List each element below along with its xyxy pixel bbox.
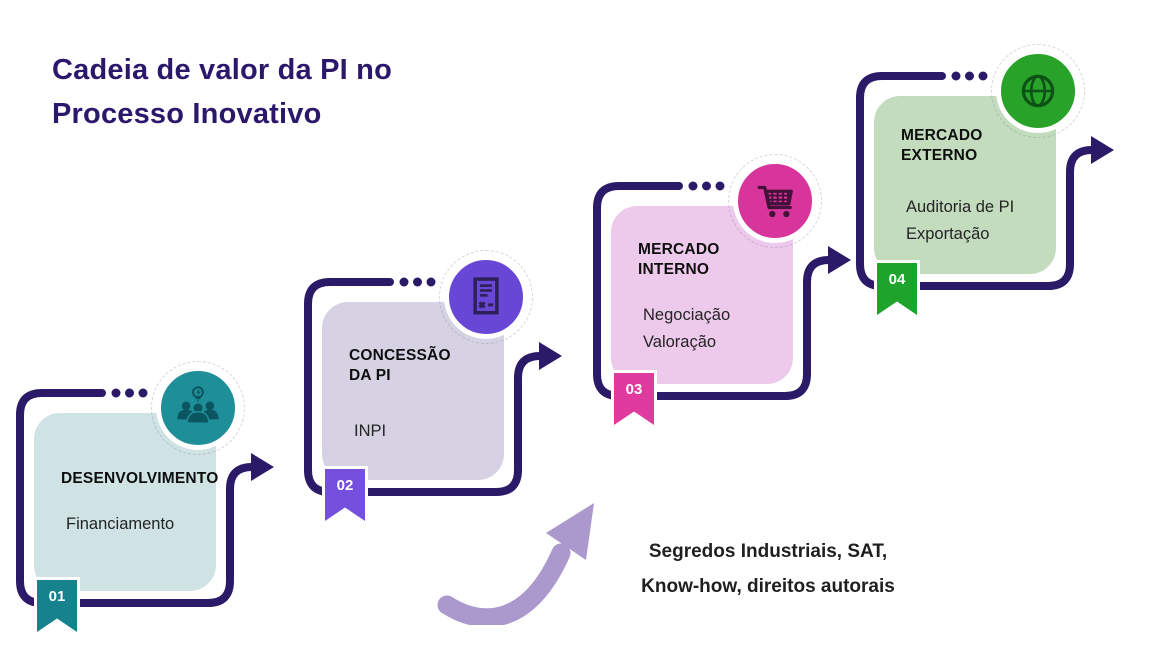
step-detail: Valoração	[643, 332, 717, 351]
arrow-right-icon	[828, 246, 851, 274]
globe-glyph	[1021, 74, 1055, 108]
step-title: DESENVOLVIMENTO	[61, 470, 219, 487]
annotation-text: Segredos Industriais, SAT, Know-how, dir…	[608, 534, 928, 604]
step-number-badge: 02	[322, 466, 368, 524]
page-title: Cadeia de valor da PI no Processo Inovat…	[52, 48, 492, 136]
step-details: Financiamento	[66, 511, 202, 537]
arrow-right-icon	[251, 453, 274, 481]
patent-document-glyph	[473, 277, 499, 315]
step-number: 03	[614, 373, 654, 425]
step-mercado-externo: MERCADO EXTERNO Auditoria de PI Exportaç…	[850, 44, 1120, 326]
step-number-badge: 03	[611, 370, 657, 428]
connector-loop-arrow	[856, 71, 1114, 290]
shopping-cart-glyph	[757, 185, 793, 218]
page-title-line: Cadeia de valor da PI no	[52, 54, 393, 86]
step-detail: INPI	[354, 422, 387, 441]
step-details: Auditoria de PI Exportação	[906, 194, 1042, 247]
step-concessao-da-pi: CONCESSÃO DA PI INPI 02	[298, 250, 568, 532]
step-details: INPI	[354, 418, 490, 444]
connector-loop-arrow	[304, 277, 562, 496]
step-number-badge: 01	[34, 577, 80, 635]
step-details: Negociação Valoração	[643, 302, 779, 355]
step-number-badge: 04	[874, 260, 920, 318]
shopping-cart-icon	[728, 154, 822, 248]
step-detail: Auditoria de PI	[906, 198, 1015, 217]
step-detail: Exportação	[906, 224, 990, 243]
arrow-right-icon	[539, 342, 562, 370]
step-title: CONCESSÃO DA PI	[349, 347, 451, 385]
connector-loop-arrow	[16, 388, 274, 607]
step-mercado-interno: MERCADO INTERNO Negociação Valoração 03	[587, 154, 857, 436]
patent-document-icon	[439, 250, 533, 344]
annotation-line: Segredos Industriais, SAT,	[648, 541, 888, 562]
step-number: 01	[37, 580, 77, 632]
step-detail: Negociação	[643, 306, 731, 325]
step-number: 02	[325, 469, 365, 521]
globe-icon	[991, 44, 1085, 138]
annotation-line: Know-how, direitos autorais	[641, 576, 895, 598]
step-detail: Financiamento	[66, 515, 175, 534]
curved-arrow-icon	[437, 503, 594, 625]
connector-loop-arrow	[593, 181, 851, 400]
step-title: MERCADO INTERNO	[638, 241, 720, 279]
step-desenvolvimento: DESENVOLVIMENTO Financiamento	[10, 361, 280, 643]
step-title: MERCADO EXTERNO	[901, 127, 983, 165]
step-card: CONCESSÃO DA PI INPI	[322, 302, 504, 480]
team-idea-icon	[151, 361, 245, 455]
arrow-right-icon	[1091, 136, 1114, 164]
team-idea-glyph	[177, 386, 219, 424]
step-number: 04	[877, 263, 917, 315]
page-title-line: Processo Inovativo	[52, 98, 322, 131]
